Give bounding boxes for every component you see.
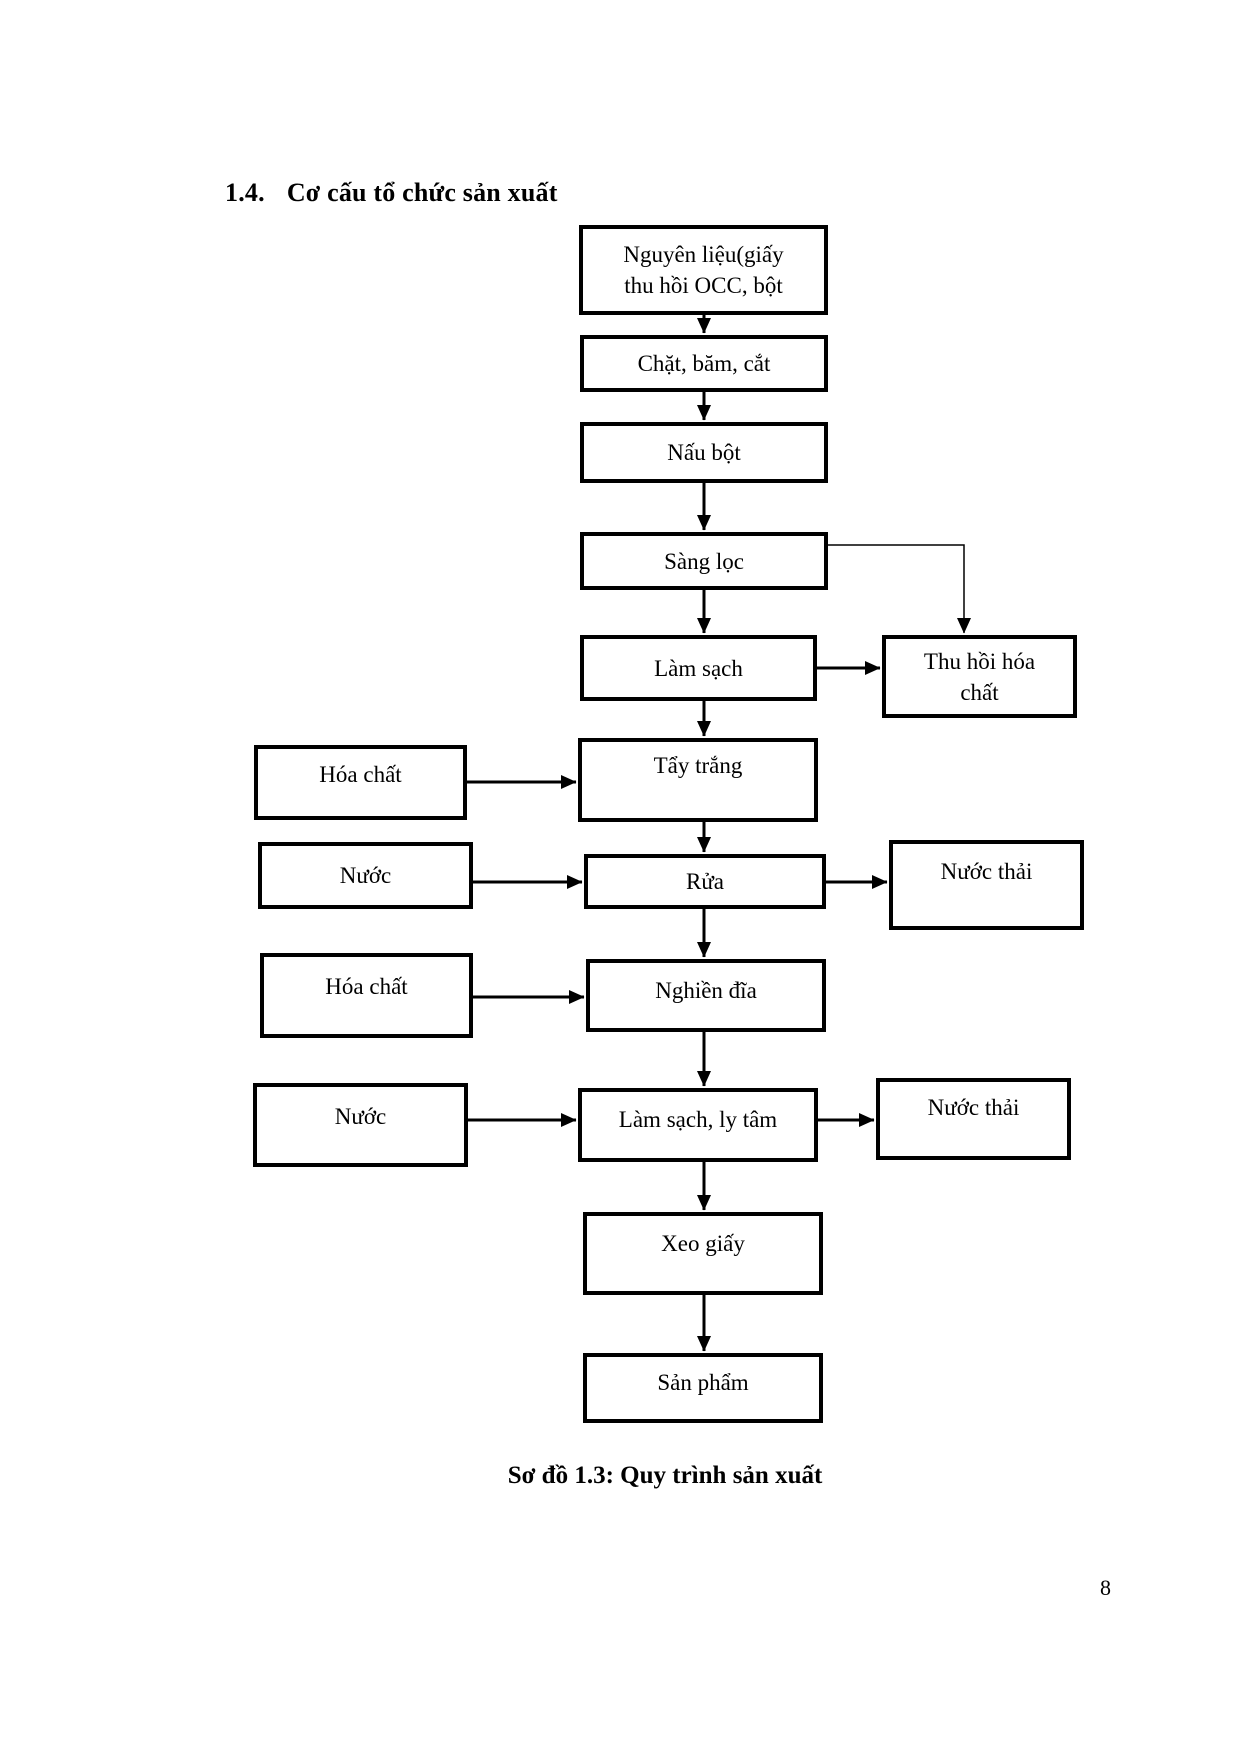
node-chat-bam-cat: Chặt, băm, cắt: [580, 335, 828, 392]
node-thu-hoi-hoa-chat: Thu hồi hóa chất: [882, 635, 1077, 718]
section-number: 1.4.: [225, 178, 265, 207]
connector-sang-loc-to-thu-hoi-hoa-chat: [828, 544, 971, 634]
node-sang-loc: Sàng lọc: [580, 532, 828, 590]
node-lam-sach-ly-tam: Làm sạch, ly tâm: [578, 1088, 818, 1162]
node-nau-bot: Nấu bột: [580, 422, 828, 483]
node-tay-trang: Tẩy trắng: [578, 738, 818, 822]
node-nuoc-1: Nước: [258, 842, 473, 909]
node-hoa-chat-1: Hóa chất: [254, 745, 467, 820]
node-xeo-giay: Xeo giấy: [583, 1212, 823, 1295]
node-lam-sach: Làm sạch: [580, 635, 817, 701]
section-title: Cơ cấu tổ chức sản xuất: [286, 178, 558, 207]
node-nguyen-lieu: Nguyên liệu(giấy thu hồi OCC, bột: [579, 225, 828, 315]
figure-caption: Sơ đồ 1.3: Quy trình sản xuất: [507, 1462, 823, 1489]
node-nghien-dia: Nghiền đĩa: [586, 959, 826, 1032]
node-rua: Rửa: [584, 854, 826, 909]
page-number: 8: [1100, 1575, 1111, 1600]
node-san-pham: Sản phẩm: [583, 1353, 823, 1423]
node-nuoc-thai-2: Nước thải: [876, 1078, 1071, 1160]
node-nuoc-2: Nước: [253, 1083, 468, 1167]
node-hoa-chat-2: Hóa chất: [260, 953, 473, 1038]
node-nuoc-thai-1: Nước thải: [889, 840, 1084, 930]
section-heading: 1.4. Cơ cấu tổ chức sản xuất: [225, 178, 558, 208]
